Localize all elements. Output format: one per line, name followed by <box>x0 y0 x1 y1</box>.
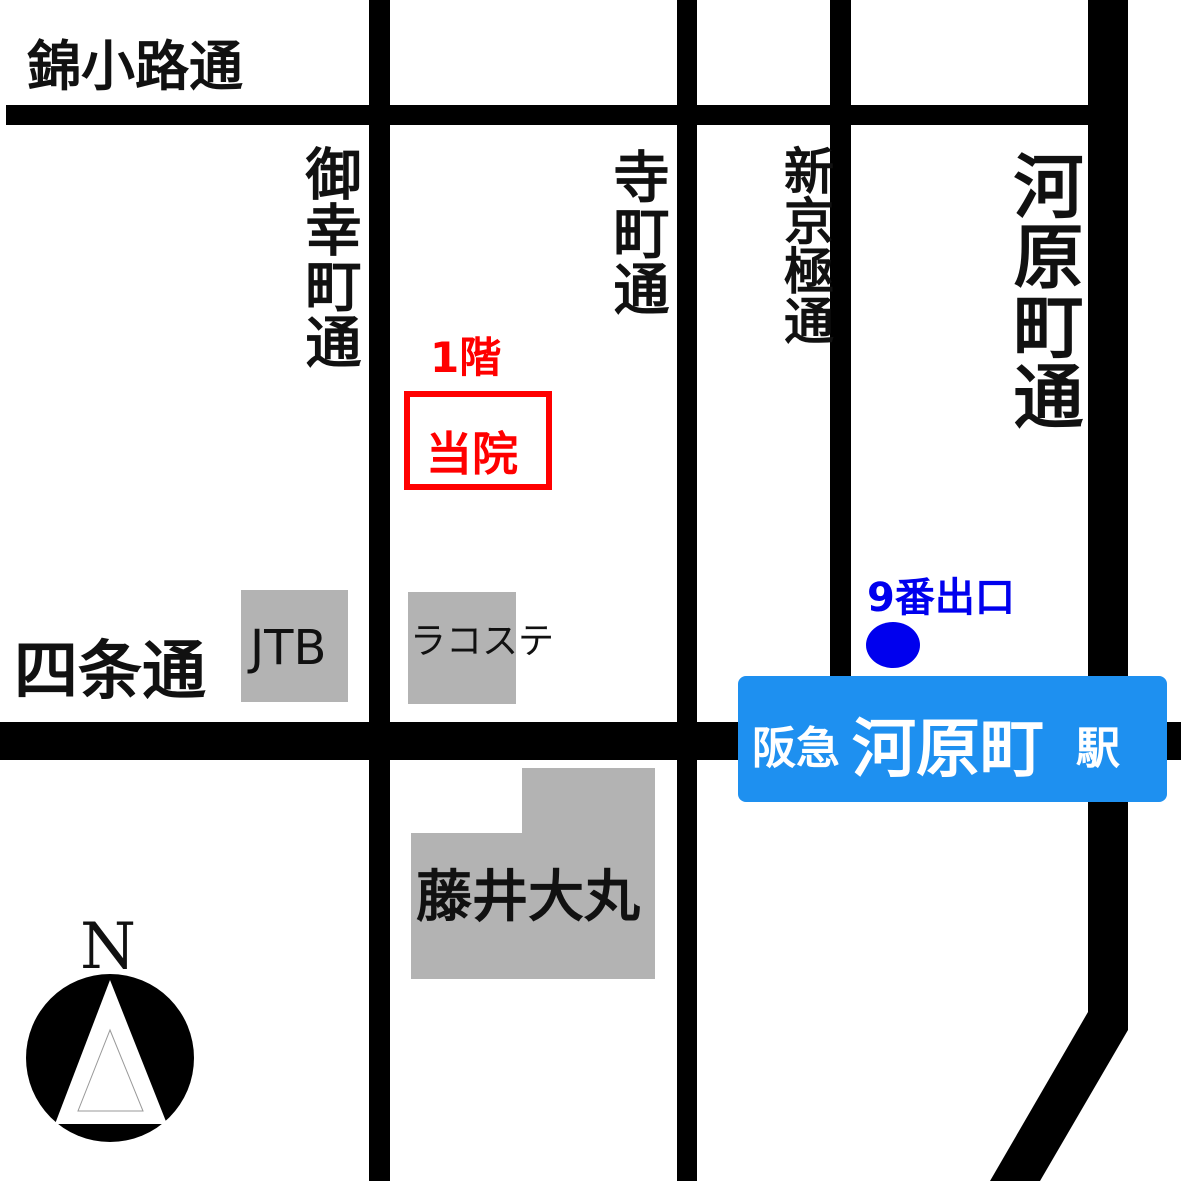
shinkyogoku-label: 新京極通 <box>776 145 834 345</box>
lacoste-label: ラコステ <box>410 621 555 662</box>
station-name: 河原町 <box>852 713 1044 787</box>
shinkyogoku-road <box>830 0 851 730</box>
teramachi-label: 寺町通 <box>604 148 669 316</box>
clinic-marker <box>404 391 552 490</box>
kawaramachi-road <box>1088 0 1128 1030</box>
clinic-label: 当院 <box>426 427 518 481</box>
fujii-daimaru-label: 藤井大丸 <box>416 865 640 930</box>
exit-label: 9番出口 <box>867 575 1015 621</box>
jtb-building <box>241 590 348 702</box>
lacoste-building <box>408 592 516 704</box>
kawaramachi-label: 河原町通 <box>1002 150 1084 430</box>
station-sign: 阪急 河原町 駅 <box>738 676 1167 802</box>
station-prefix: 阪急 <box>752 723 840 774</box>
shijo-label: 四条通 <box>14 635 206 709</box>
gokomachi-road <box>369 0 390 1181</box>
nishiki-road <box>6 105 1088 125</box>
clinic-floor-label: 1階 <box>430 333 502 382</box>
nishiki-label: 錦小路通 <box>27 35 243 98</box>
exit-dot-icon <box>866 622 920 668</box>
gokomachi-label: 御幸町通 <box>296 145 361 369</box>
jtb-label: JTB <box>250 620 327 676</box>
teramachi-road <box>677 0 697 1181</box>
compass-north-label: N <box>80 910 136 984</box>
station-suffix: 駅 <box>1076 723 1120 774</box>
